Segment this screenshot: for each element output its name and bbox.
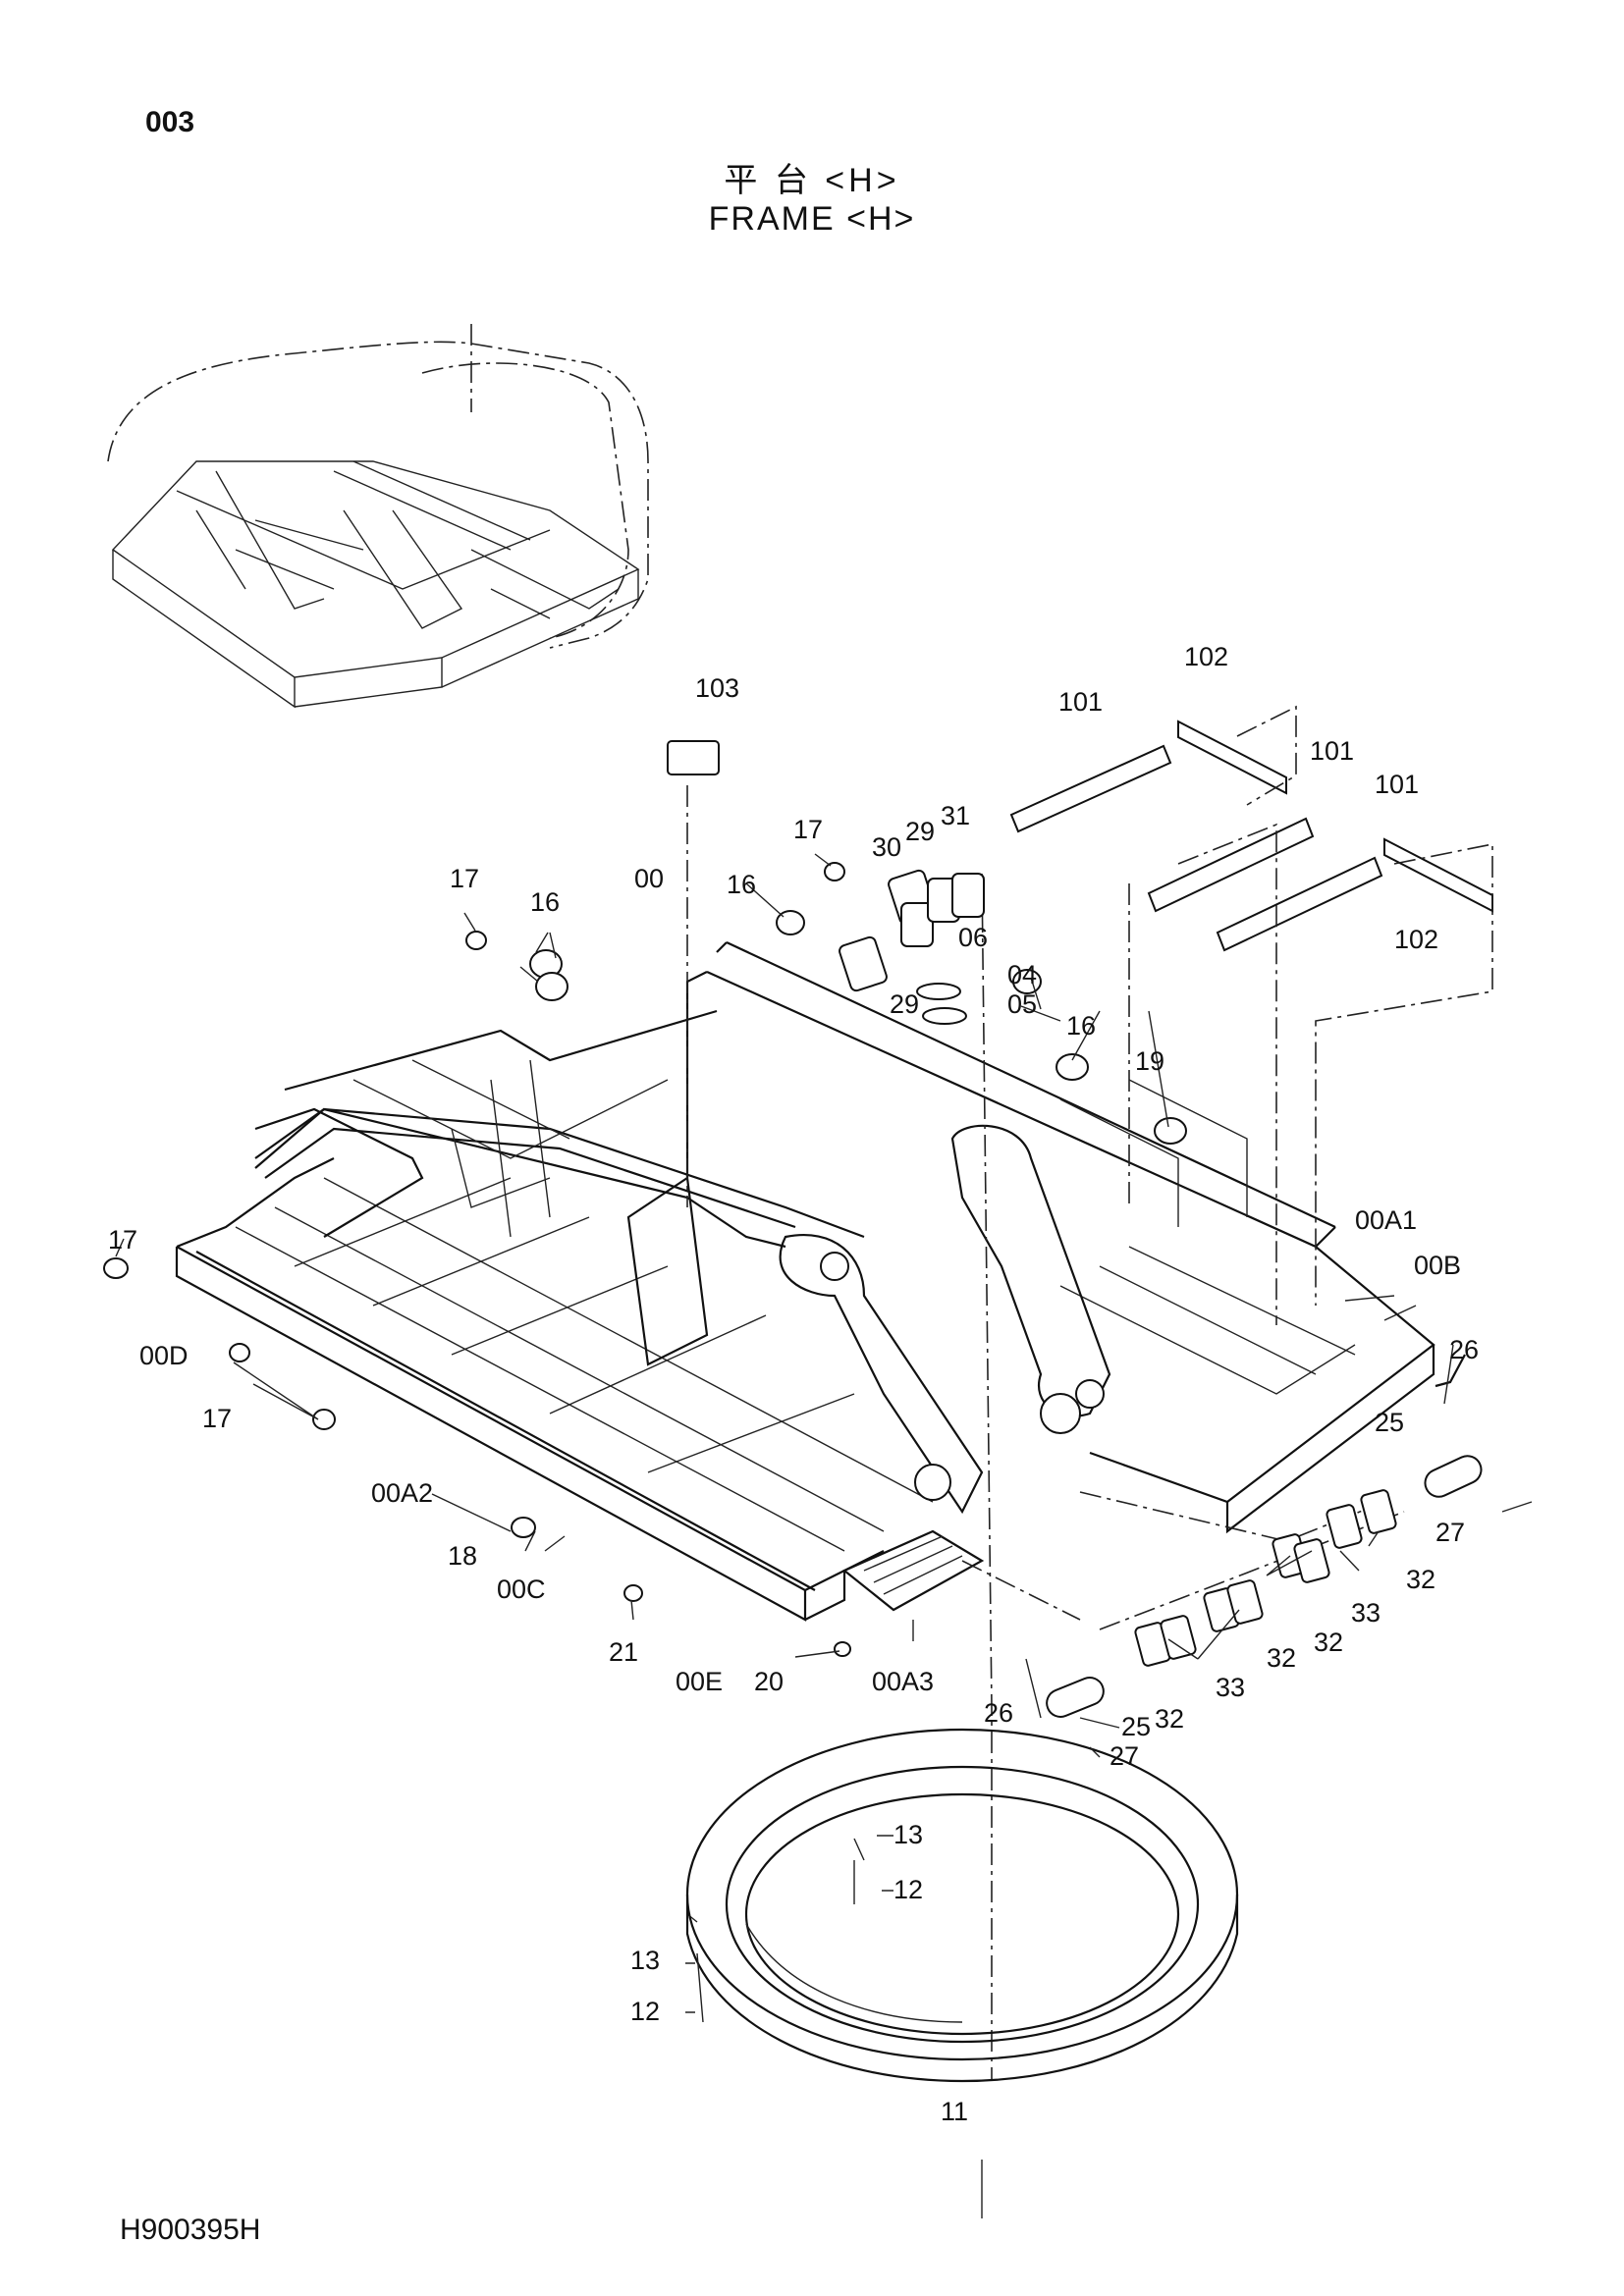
title-chinese: 平 台 <H> — [724, 162, 900, 199]
callout-20: 20 — [754, 1667, 785, 1696]
callout-30: 30 — [872, 832, 902, 862]
drawing-code: H900395H — [120, 2214, 261, 2246]
callout-13: 13 — [893, 1820, 924, 1849]
callout-17: 17 — [108, 1225, 138, 1255]
callout-31: 31 — [941, 801, 971, 830]
callout-32: 32 — [1267, 1643, 1297, 1673]
callout-27: 27 — [1110, 1741, 1140, 1771]
callout-00B: 00B — [1414, 1251, 1462, 1280]
callout-26: 26 — [1449, 1335, 1480, 1364]
callout-19: 19 — [1135, 1046, 1165, 1076]
callout-26: 26 — [984, 1698, 1014, 1728]
callout-00E: 00E — [676, 1667, 724, 1696]
callout-16: 16 — [727, 870, 757, 899]
callout-32: 32 — [1155, 1704, 1185, 1734]
callout-04: 04 — [1007, 960, 1038, 989]
callout-32: 32 — [1406, 1565, 1436, 1594]
callout-32: 32 — [1314, 1628, 1344, 1657]
leader-lines — [115, 853, 1417, 2013]
callout-00C: 00C — [497, 1575, 546, 1604]
callout-00A1: 00A1 — [1355, 1205, 1418, 1235]
callout-05: 05 — [1007, 989, 1038, 1019]
callout-33: 33 — [1216, 1673, 1246, 1702]
callout-11: 11 — [941, 2097, 969, 2126]
callout-17: 17 — [450, 864, 480, 893]
small-parts — [103, 862, 1533, 1719]
callout-12: 12 — [893, 1875, 924, 1904]
callout-18: 18 — [448, 1541, 478, 1571]
title-english: FRAME <H> — [708, 200, 916, 238]
page-number: 003 — [145, 106, 195, 138]
callout-33: 33 — [1351, 1598, 1381, 1628]
callout-27: 27 — [1435, 1518, 1466, 1547]
callout-16: 16 — [1066, 1011, 1097, 1041]
callout-00: 00 — [634, 864, 665, 893]
callout-102: 102 — [1184, 642, 1229, 671]
callout-00A3: 00A3 — [872, 1667, 935, 1696]
callout-16: 16 — [530, 887, 561, 917]
callout-00D: 00D — [139, 1341, 189, 1370]
callout-103: 103 — [695, 673, 740, 703]
callout-12: 12 — [630, 1997, 661, 2026]
swing-bearing-ring — [685, 1728, 1239, 2218]
callout-25: 25 — [1121, 1712, 1152, 1741]
wear-plates — [667, 720, 1493, 952]
callout-17: 17 — [202, 1404, 233, 1433]
callout-13: 13 — [630, 1946, 661, 1975]
callout-102: 102 — [1394, 925, 1439, 954]
callout-29: 29 — [890, 989, 920, 1019]
machine-overview-inset — [107, 324, 649, 709]
callout-101: 101 — [1375, 770, 1420, 799]
callout-29: 29 — [905, 817, 936, 846]
callout-25: 25 — [1375, 1408, 1405, 1437]
callout-00A2: 00A2 — [371, 1478, 434, 1508]
callout-06: 06 — [958, 923, 989, 952]
callout-101: 101 — [1058, 687, 1104, 717]
main-frame — [175, 941, 1435, 1622]
callout-21: 21 — [609, 1637, 639, 1667]
callout-101: 101 — [1310, 736, 1355, 766]
callout-17: 17 — [793, 815, 824, 844]
